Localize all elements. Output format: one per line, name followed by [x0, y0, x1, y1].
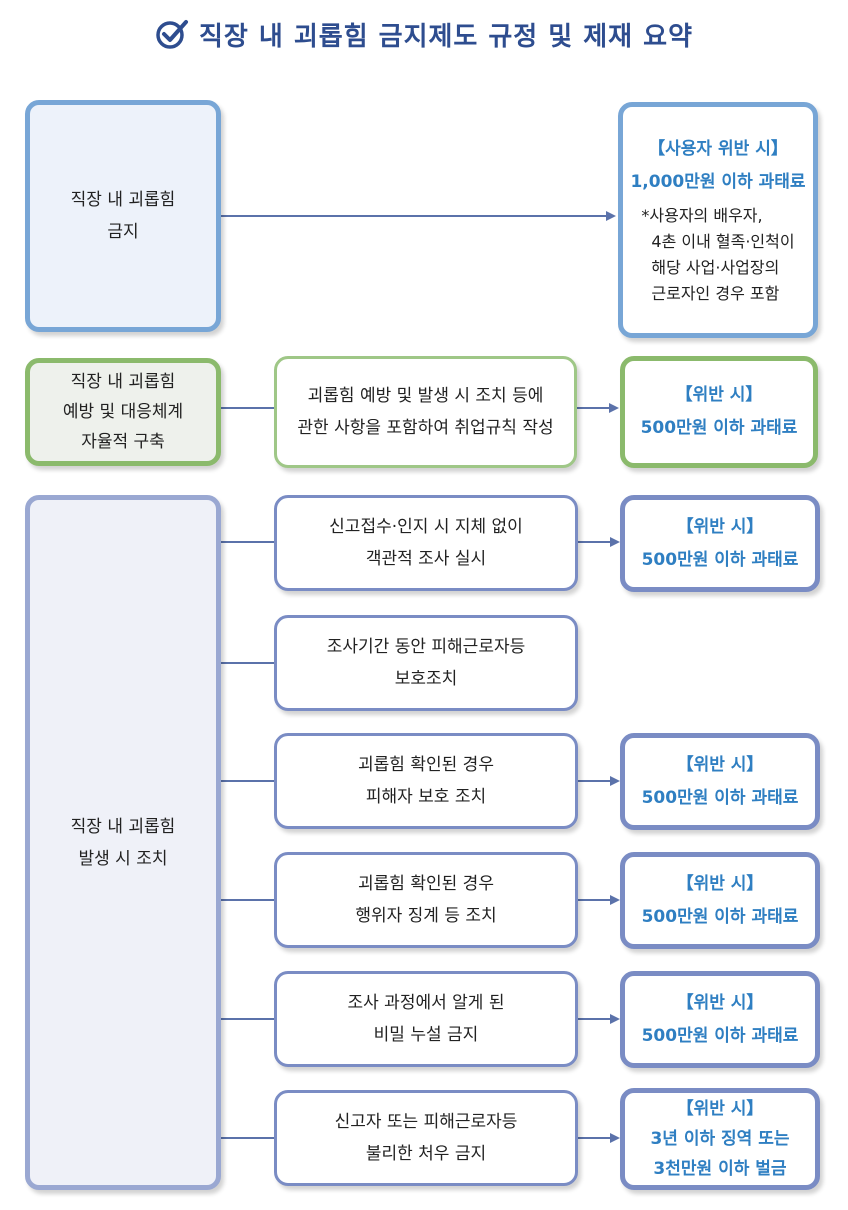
action-text-line: 괴롭힘 확인된 경우 — [358, 755, 494, 775]
penalty-head: 【위반 시】 — [676, 754, 764, 775]
penalty-amount: 3천만원 이하 벌금 — [653, 1159, 787, 1179]
penalty-head: 【위반 시】 — [676, 873, 764, 894]
prevention-action-line2: 관한 사항을 포함하여 취업규칙 작성 — [297, 418, 554, 438]
response-label-line2: 발생 시 조치 — [78, 848, 168, 869]
penalty-head: 【사용자 위반 시】 — [648, 139, 788, 159]
check-circle-icon — [156, 20, 188, 49]
response-box: 직장 내 괴롭힘 발생 시 조치 — [25, 495, 221, 1190]
prevention-box: 직장 내 괴롭힘 예방 및 대응체계 자율적 구축 — [25, 358, 221, 466]
prohibition-penalty-box: 【사용자 위반 시】 1,000만원 이하 과태료 *사용자의 배우자, 4촌 … — [618, 102, 818, 338]
penalty-amount: 500만원 이하 과태료 — [641, 787, 799, 808]
prevention-action-box: 괴롭힘 예방 및 발생 시 조치 등에 관한 사항을 포함하여 취업규칙 작성 — [274, 356, 577, 468]
action-text-line: 비밀 누설 금지 — [373, 1025, 479, 1045]
penalty-note-line: 4촌 이내 혈족·인척이 — [651, 232, 795, 251]
penalty-note-line: 해당 사업·사업장의 — [651, 258, 780, 277]
prohibition-box: 직장 내 괴롭힘 금지 — [25, 100, 221, 332]
action-box-investigation: 신고접수·인지 시 지체 없이 객관적 조사 실시 — [274, 495, 578, 591]
prevention-action-line1: 괴롭힘 예방 및 발생 시 조치 등에 — [307, 386, 544, 406]
action-text-line: 객관적 조사 실시 — [365, 549, 487, 569]
action-text-line: 신고자 또는 피해근로자등 — [334, 1112, 518, 1132]
action-text-line: 신고접수·인지 시 지체 없이 — [329, 517, 523, 537]
penalty-note: *사용자의 배우자, 4촌 이내 혈족·인척이 해당 사업·사업장의 근로자인 … — [641, 203, 794, 307]
penalty-box-victim-protection: 【위반 시】 500만원 이하 과태료 — [620, 733, 820, 830]
action-box-perpetrator-discipline: 괴롭힘 확인된 경우 행위자 징계 등 조치 — [274, 852, 578, 948]
penalty-amount: 500만원 이하 과태료 — [641, 906, 799, 927]
diagram-title: 직장 내 괴롭힘 금지제도 규정 및 제재 요약 — [0, 14, 848, 54]
penalty-box-no-retaliation: 【위반 시】 3년 이하 징역 또는 3천만원 이하 벌금 — [620, 1088, 820, 1190]
response-label-line1: 직장 내 괴롭힘 — [70, 816, 176, 837]
penalty-amount: 500만원 이하 과태료 — [641, 549, 799, 570]
prevention-penalty-box: 【위반 시】 500만원 이하 과태료 — [620, 356, 818, 468]
penalty-head: 【위반 시】 — [676, 516, 764, 537]
prevention-label-line2: 예방 및 대응체계 — [62, 402, 184, 422]
prohibition-label-line2: 금지 — [107, 222, 139, 242]
penalty-head: 【위반 시】 — [676, 992, 764, 1013]
action-text-line: 괴롭힘 확인된 경우 — [358, 874, 494, 894]
action-text-line: 조사기간 동안 피해근로자등 — [326, 637, 526, 657]
penalty-box-investigation: 【위반 시】 500만원 이하 과태료 — [620, 495, 820, 592]
action-text-line: 피해자 보호 조치 — [365, 787, 487, 807]
action-text-line: 불리한 처우 금지 — [365, 1144, 487, 1164]
penalty-box-perpetrator-discipline: 【위반 시】 500만원 이하 과태료 — [620, 852, 820, 949]
action-text-line: 행위자 징계 등 조치 — [355, 906, 497, 926]
penalty-amount: 500만원 이하 과태료 — [640, 418, 798, 438]
penalty-head: 【위반 시】 — [676, 1099, 764, 1119]
prevention-label-line3: 자율적 구축 — [81, 432, 165, 452]
prohibition-label-line1: 직장 내 괴롭힘 — [70, 190, 176, 210]
action-box-no-retaliation: 신고자 또는 피해근로자등 불리한 처우 금지 — [274, 1090, 578, 1186]
action-text-line: 조사 과정에서 알게 된 — [347, 993, 505, 1013]
penalty-note-line: 근로자인 경우 포함 — [651, 284, 780, 303]
penalty-amount: 3년 이하 징역 또는 — [650, 1129, 790, 1149]
penalty-head: 【위반 시】 — [675, 385, 763, 405]
penalty-box-confidentiality: 【위반 시】 500만원 이하 과태료 — [620, 971, 820, 1068]
action-box-protection-during-investigation: 조사기간 동안 피해근로자등 보호조치 — [274, 615, 578, 711]
action-text-line: 보호조치 — [394, 669, 458, 689]
prevention-label-line1: 직장 내 괴롭힘 — [70, 372, 176, 392]
action-box-victim-protection: 괴롭힘 확인된 경우 피해자 보호 조치 — [274, 733, 578, 829]
action-box-confidentiality: 조사 과정에서 알게 된 비밀 누설 금지 — [274, 971, 578, 1067]
penalty-amount: 1,000만원 이하 과태료 — [630, 172, 806, 192]
title-text: 직장 내 괴롭힘 금지제도 규정 및 제재 요약 — [198, 21, 693, 52]
penalty-amount: 500만원 이하 과태료 — [641, 1025, 799, 1046]
penalty-note-line: *사용자의 배우자, — [641, 206, 763, 225]
